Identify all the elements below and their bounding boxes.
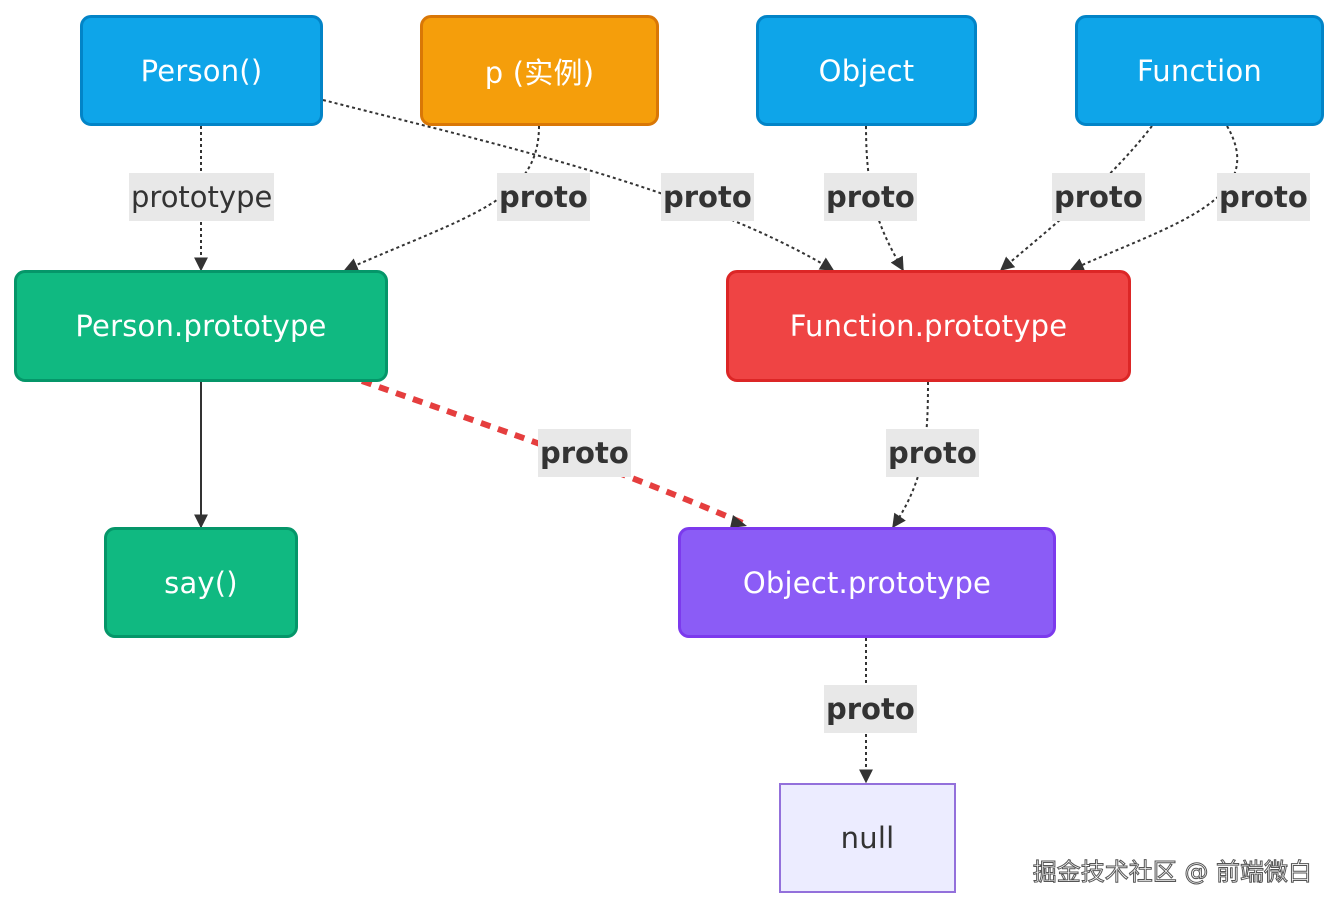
function-constructor-label: Function (1137, 53, 1262, 88)
edge-label-person-proto-proto: proto (538, 429, 631, 477)
say-method-label: say() (164, 565, 238, 600)
object-constructor-node[interactable]: Object (756, 15, 977, 126)
edge-function-proto-proto (892, 381, 929, 529)
object-prototype-label: Object.prototype (742, 565, 992, 600)
edge-label-function-fn-proto-2: proto (1217, 173, 1310, 221)
null-node[interactable]: null (779, 783, 956, 893)
edge-label-prototype: prototype (129, 173, 275, 221)
edge-label-object-proto-proto: proto (824, 685, 917, 733)
watermark: 掘金技术社区 @ 前端微白 (1032, 858, 1312, 887)
edge-function-fn-proto-2 (1069, 125, 1239, 272)
instance-p-node[interactable]: p (实例) (420, 15, 659, 126)
null-label: null (840, 821, 895, 855)
person-constructor-node[interactable]: Person() (80, 15, 323, 126)
edge-label-p-proto: proto (497, 173, 590, 221)
edge-label-function-proto-proto: proto (886, 429, 979, 477)
person-prototype-label: Person.prototype (75, 309, 327, 343)
person-prototype-node[interactable]: Person.prototype (14, 270, 388, 382)
edge-function-fn-proto-1 (999, 125, 1153, 271)
edge-label-object-fn-proto: proto (824, 173, 917, 221)
edge-person-proto-proto (360, 378, 747, 527)
person-constructor-label: Person() (140, 53, 263, 88)
edge-p-proto (343, 125, 540, 272)
function-prototype-node[interactable]: Function.prototype (726, 270, 1131, 382)
object-constructor-label: Object (818, 53, 915, 88)
object-prototype-node[interactable]: Object.prototype (678, 527, 1056, 638)
instance-p-label: p (实例) (484, 55, 595, 90)
function-constructor-node[interactable]: Function (1075, 15, 1324, 126)
function-prototype-label: Function.prototype (789, 309, 1068, 343)
say-method-node[interactable]: say() (104, 527, 298, 638)
edge-label-person-fn-proto: proto (661, 173, 754, 221)
edge-label-function-fn-proto-1: proto (1052, 173, 1145, 221)
